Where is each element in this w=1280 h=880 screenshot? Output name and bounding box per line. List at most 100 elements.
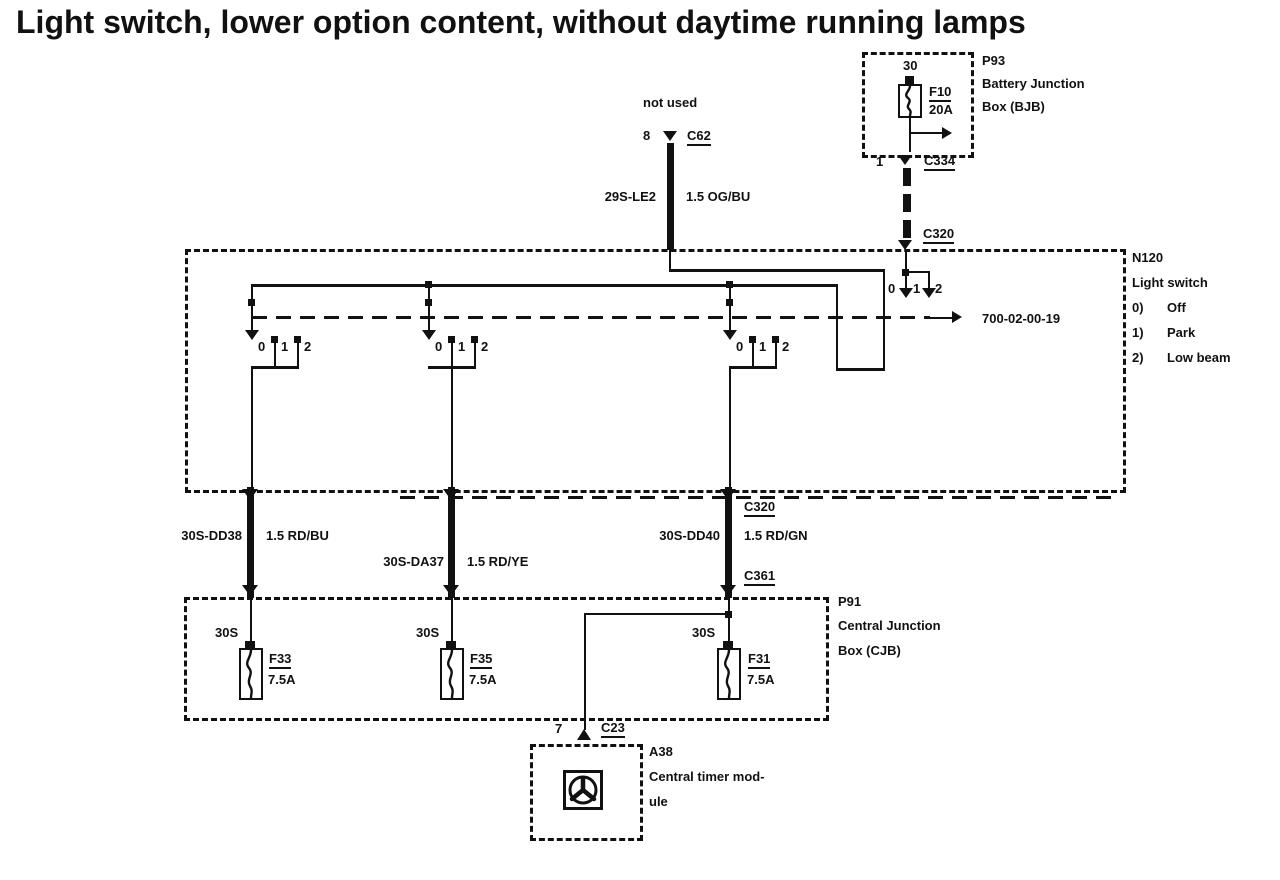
wire2-c320-arrow-icon — [443, 489, 459, 500]
switch2-output-wire — [451, 369, 453, 487]
c361-connector-label: C361 — [744, 568, 776, 587]
switch4-pos0-label: 0 — [888, 281, 896, 296]
fuse-squiggle-icon — [905, 85, 912, 117]
circuit1-label: 30S-DD38 — [181, 528, 242, 543]
fuse-f31-id: F31 — [748, 651, 771, 670]
switch4-pos1-label: 1 — [913, 281, 921, 296]
wire-c62-inside — [669, 250, 671, 271]
circuit2-label: 30S-DA37 — [383, 554, 444, 569]
fuse2-feed-label: 30S — [416, 625, 440, 640]
p91-box — [184, 597, 829, 721]
switch2-contact1 — [451, 339, 453, 368]
fuse-f10-rating: 20A — [929, 102, 953, 117]
fuse2-feed-wire — [451, 598, 453, 642]
switch4-wiper-arrow-icon — [899, 288, 913, 298]
feed-loop-left — [836, 287, 838, 368]
switch2-pos2-label: 2 — [481, 339, 489, 354]
wire-c62 — [667, 143, 674, 250]
fuse-f33-rating: 7.5A — [268, 672, 296, 687]
switch1-wiper-arrow-icon — [245, 330, 259, 340]
fuse1-feed-label: 30S — [215, 625, 239, 640]
linkage-arrow-icon — [952, 311, 962, 323]
wire1-spec-label: 1.5 RD/BU — [266, 528, 329, 543]
switch1-contact2 — [297, 339, 299, 368]
c320-connector-line — [400, 496, 1120, 499]
c23-connector-arrow-icon — [577, 729, 591, 740]
fuse-f35-rating: 7.5A — [469, 672, 497, 687]
c320-connector-arrow-icon — [898, 240, 912, 250]
legend-1-num: 1) — [1132, 325, 1144, 340]
p93-name-line2: Box (BJB) — [982, 99, 1045, 114]
p93-box — [862, 52, 974, 158]
circuit-29s-le2-label: 29S-LE2 — [604, 189, 656, 204]
fuse-squiggle-icon — [724, 649, 731, 699]
fuse-f35-id: F35 — [470, 651, 493, 670]
wire1-c320-arrow-icon — [242, 489, 258, 500]
switch1-bracket — [251, 366, 299, 369]
junction-dot — [425, 281, 432, 288]
terminal-30-label: 30 — [903, 58, 918, 73]
c62-connector-arrow-icon — [663, 131, 677, 141]
fuse-f33-pin — [245, 641, 255, 649]
n120-name: Light switch — [1132, 275, 1208, 290]
fuse-f31-rating: 7.5A — [747, 672, 775, 687]
harness-wire2 — [448, 487, 455, 598]
legend-0-label: Off — [1167, 300, 1186, 315]
ctm-branch-h — [585, 613, 728, 615]
junction-dot — [726, 281, 733, 288]
n120-box — [185, 249, 1126, 493]
c320-lower-connector-label: C320 — [744, 499, 776, 518]
wire3-spec-label: 1.5 RD/GN — [744, 528, 808, 543]
switch2-bracket — [428, 366, 476, 369]
harness-wire3 — [725, 487, 732, 598]
wire1-c361-arrow-icon — [242, 585, 258, 596]
wire3-c320-arrow-icon — [720, 489, 736, 500]
c334-connector-label: C334 — [924, 153, 956, 172]
a38-name-line2: ule — [649, 794, 668, 809]
wire-bjb-to-c320 — [903, 168, 911, 246]
legend-2-num: 2) — [1132, 350, 1144, 365]
junction-dot — [425, 299, 432, 306]
c334-pin-label: 1 — [876, 154, 884, 169]
c23-pin-label: 7 — [555, 721, 563, 736]
junction-dot — [725, 611, 732, 618]
not-used-label: not used — [643, 95, 698, 110]
fuse-f35-pin — [446, 641, 456, 649]
switch3-common-wire — [729, 287, 731, 331]
c62-pin-label: 8 — [643, 128, 651, 143]
linkage-dashed-line — [252, 316, 930, 319]
junction-dot — [248, 299, 255, 306]
wire-f10-branch — [910, 132, 944, 134]
switch1-output-wire — [251, 369, 253, 487]
fuse-f10-pin — [905, 76, 914, 84]
fuse-squiggle-icon — [447, 649, 454, 699]
p91-name-line1: Central Junction — [838, 618, 941, 633]
a38-box — [530, 744, 643, 841]
wire-f10-out — [909, 118, 911, 152]
legend-0-num: 0) — [1132, 300, 1144, 315]
legend-1-label: Park — [1167, 325, 1196, 340]
wire2-c361-arrow-icon — [443, 585, 459, 596]
wire2-spec-label: 1.5 RD/YE — [467, 554, 529, 569]
harness-wire1 — [247, 487, 254, 598]
fuse-squiggle-icon — [246, 649, 253, 699]
linkage-arrow-shaft — [930, 317, 954, 319]
a38-name-line1: Central timer mod- — [649, 769, 765, 784]
fuse1-feed-wire — [250, 598, 252, 642]
switch3-pos2-label: 2 — [782, 339, 790, 354]
switch3-contact2 — [775, 339, 777, 368]
c320-upper-connector-label: C320 — [923, 226, 955, 245]
switch2-wiper-arrow-icon — [422, 330, 436, 340]
feed-loop-right — [883, 272, 885, 370]
fuse3-feed-wire — [728, 598, 730, 642]
switch2-pos1-label: 1 — [458, 339, 466, 354]
switch1-common-wire — [251, 287, 253, 331]
switch4-pos2-label: 2 — [935, 281, 943, 296]
switch3-bracket — [729, 366, 777, 369]
switch2-pos0-label: 0 — [435, 339, 443, 354]
fuse-f35-symbol — [440, 648, 464, 700]
switch4-wiper2-arrow-icon — [922, 288, 936, 298]
a38-ref: A38 — [649, 744, 673, 759]
switch3-pos0-label: 0 — [736, 339, 744, 354]
